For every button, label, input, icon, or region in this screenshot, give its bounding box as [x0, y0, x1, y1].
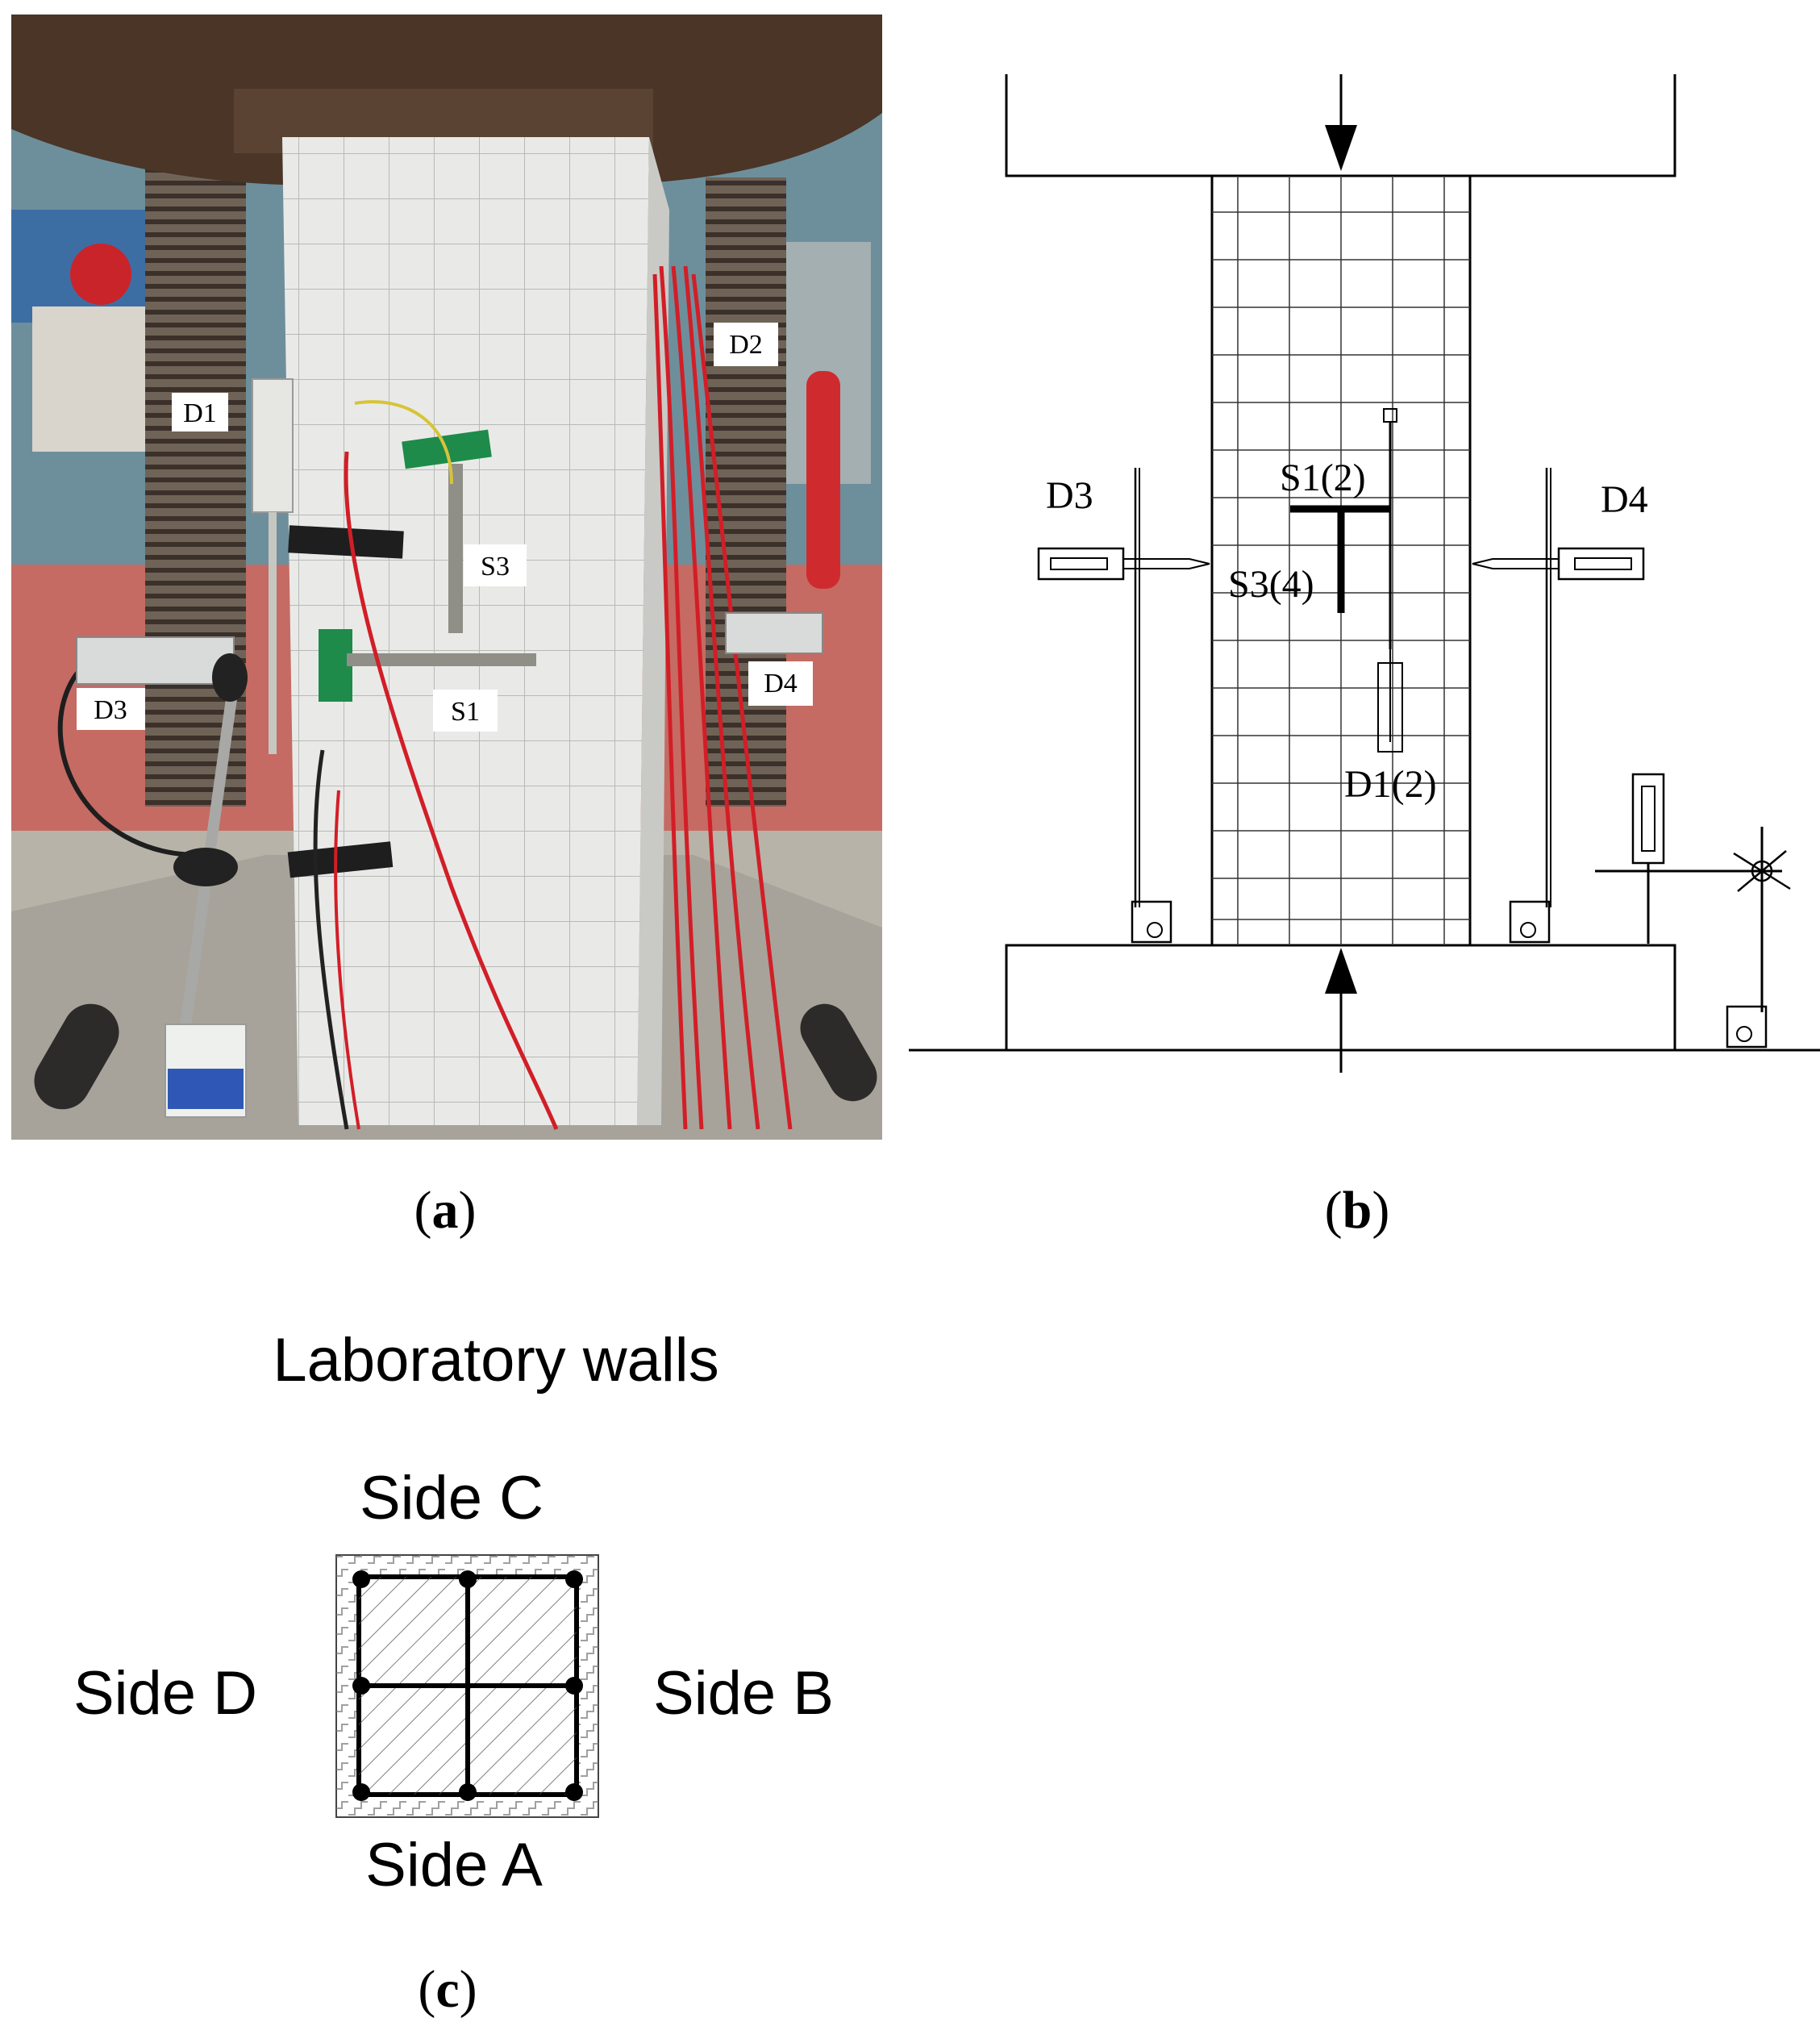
svg-text:D2: D2 [729, 330, 763, 360]
lvdt-d3-body [76, 636, 235, 685]
lvdt-d1-body [252, 378, 294, 513]
lvdt-d4-probe [1472, 558, 1559, 569]
photo-tag-d1: D1 [172, 393, 228, 432]
magnetic-base-d3-screw [1147, 922, 1163, 938]
lvdt-d4-body [1557, 547, 1645, 581]
svg-text:D1: D1 [183, 398, 217, 428]
fire-extinguisher [806, 371, 840, 589]
tape-black-upper [288, 525, 404, 559]
rebar [565, 1677, 583, 1695]
lvdt-d4-body [725, 612, 823, 654]
rebar [565, 1570, 583, 1588]
strain-gauge-s3 [448, 464, 463, 633]
wire-yellow [354, 400, 453, 485]
plan-side-d: Side D [73, 1659, 257, 1728]
column-grid [1212, 176, 1470, 945]
column-cross-section [335, 1554, 599, 1818]
red-helmet [70, 244, 131, 305]
photo-tag-s3: S3 [464, 544, 527, 586]
svg-text:S3: S3 [481, 552, 510, 582]
panel-a-photo: D1 D2 D3 D4 S1 S3 [11, 15, 882, 1140]
stand-joint-lower [173, 848, 238, 886]
magnetic-base-d4-screw [1520, 922, 1536, 938]
magnetic-base-d4 [1509, 900, 1551, 944]
wire-red-1 [344, 451, 559, 1130]
photo-tag-d4: D4 [748, 661, 813, 706]
wire-black-1 [313, 749, 349, 1130]
lvdt-d1-rod [269, 512, 277, 754]
panel-b-schematic [909, 74, 1820, 1073]
plan-side-a: Side A [365, 1831, 543, 1899]
lvdt-d3-window [1050, 557, 1108, 570]
schematic-label-s3: S3(4) [1228, 563, 1314, 606]
lvdt-d1-clamp [1383, 408, 1397, 423]
photo-tag-d2: D2 [714, 323, 778, 366]
lvdt-d4-window [1574, 557, 1632, 570]
side-stand-knob [1751, 860, 1773, 882]
side-magnetic-base-screw [1736, 1026, 1752, 1042]
photo-tag-d3: D3 [77, 688, 145, 730]
photo-tag-s1: S1 [433, 690, 498, 732]
column-side-shade [637, 137, 669, 1125]
magnetic-base-d3 [1131, 900, 1172, 944]
schematic-label-d4: D4 [1601, 478, 1648, 521]
stand-joint-upper [212, 653, 248, 702]
schematic-label-d1: D1(2) [1344, 763, 1437, 806]
caption-c: (c) [418, 1960, 477, 2019]
rebar [352, 1570, 370, 1588]
wire-bundle-right [652, 265, 793, 1130]
wire-red-2 [334, 790, 360, 1130]
lvdt-d3-body [1037, 547, 1125, 581]
svg-text:D4: D4 [764, 669, 798, 698]
rebar [352, 1677, 370, 1695]
plan-side-b: Side B [653, 1659, 834, 1728]
side-stand-wings [1733, 850, 1791, 892]
platform-slot-right [800, 1003, 877, 1102]
arrowhead-bottom [1325, 948, 1357, 994]
caption-a: (a) [414, 1181, 477, 1240]
caption-b: (b) [1325, 1181, 1390, 1240]
schematic-label-s1: S1(2) [1280, 457, 1366, 499]
magnetic-base-switch [168, 1069, 244, 1109]
platform-slot-left [34, 1003, 119, 1110]
side-lvdt-body [1631, 773, 1665, 865]
concrete-column-grid [282, 137, 649, 1125]
plan-title: Laboratory walls [273, 1326, 718, 1395]
rebar [565, 1783, 583, 1801]
section-rebars [352, 1570, 583, 1801]
plan-side-c: Side C [360, 1464, 544, 1532]
side-magnetic-base [1726, 1005, 1768, 1049]
wire-black-d3 [57, 659, 202, 857]
svg-text:D3: D3 [94, 695, 127, 725]
svg-text:S1: S1 [451, 697, 480, 727]
side-lvdt-window [1641, 786, 1655, 852]
strain-gauge-s1 [347, 653, 536, 666]
rebar [352, 1783, 370, 1801]
schematic-label-d3: D3 [1046, 474, 1093, 517]
arrowhead-top [1325, 125, 1357, 171]
lvdt-d3-probe [1123, 558, 1210, 569]
rebar [459, 1570, 477, 1588]
rebar [459, 1783, 477, 1801]
